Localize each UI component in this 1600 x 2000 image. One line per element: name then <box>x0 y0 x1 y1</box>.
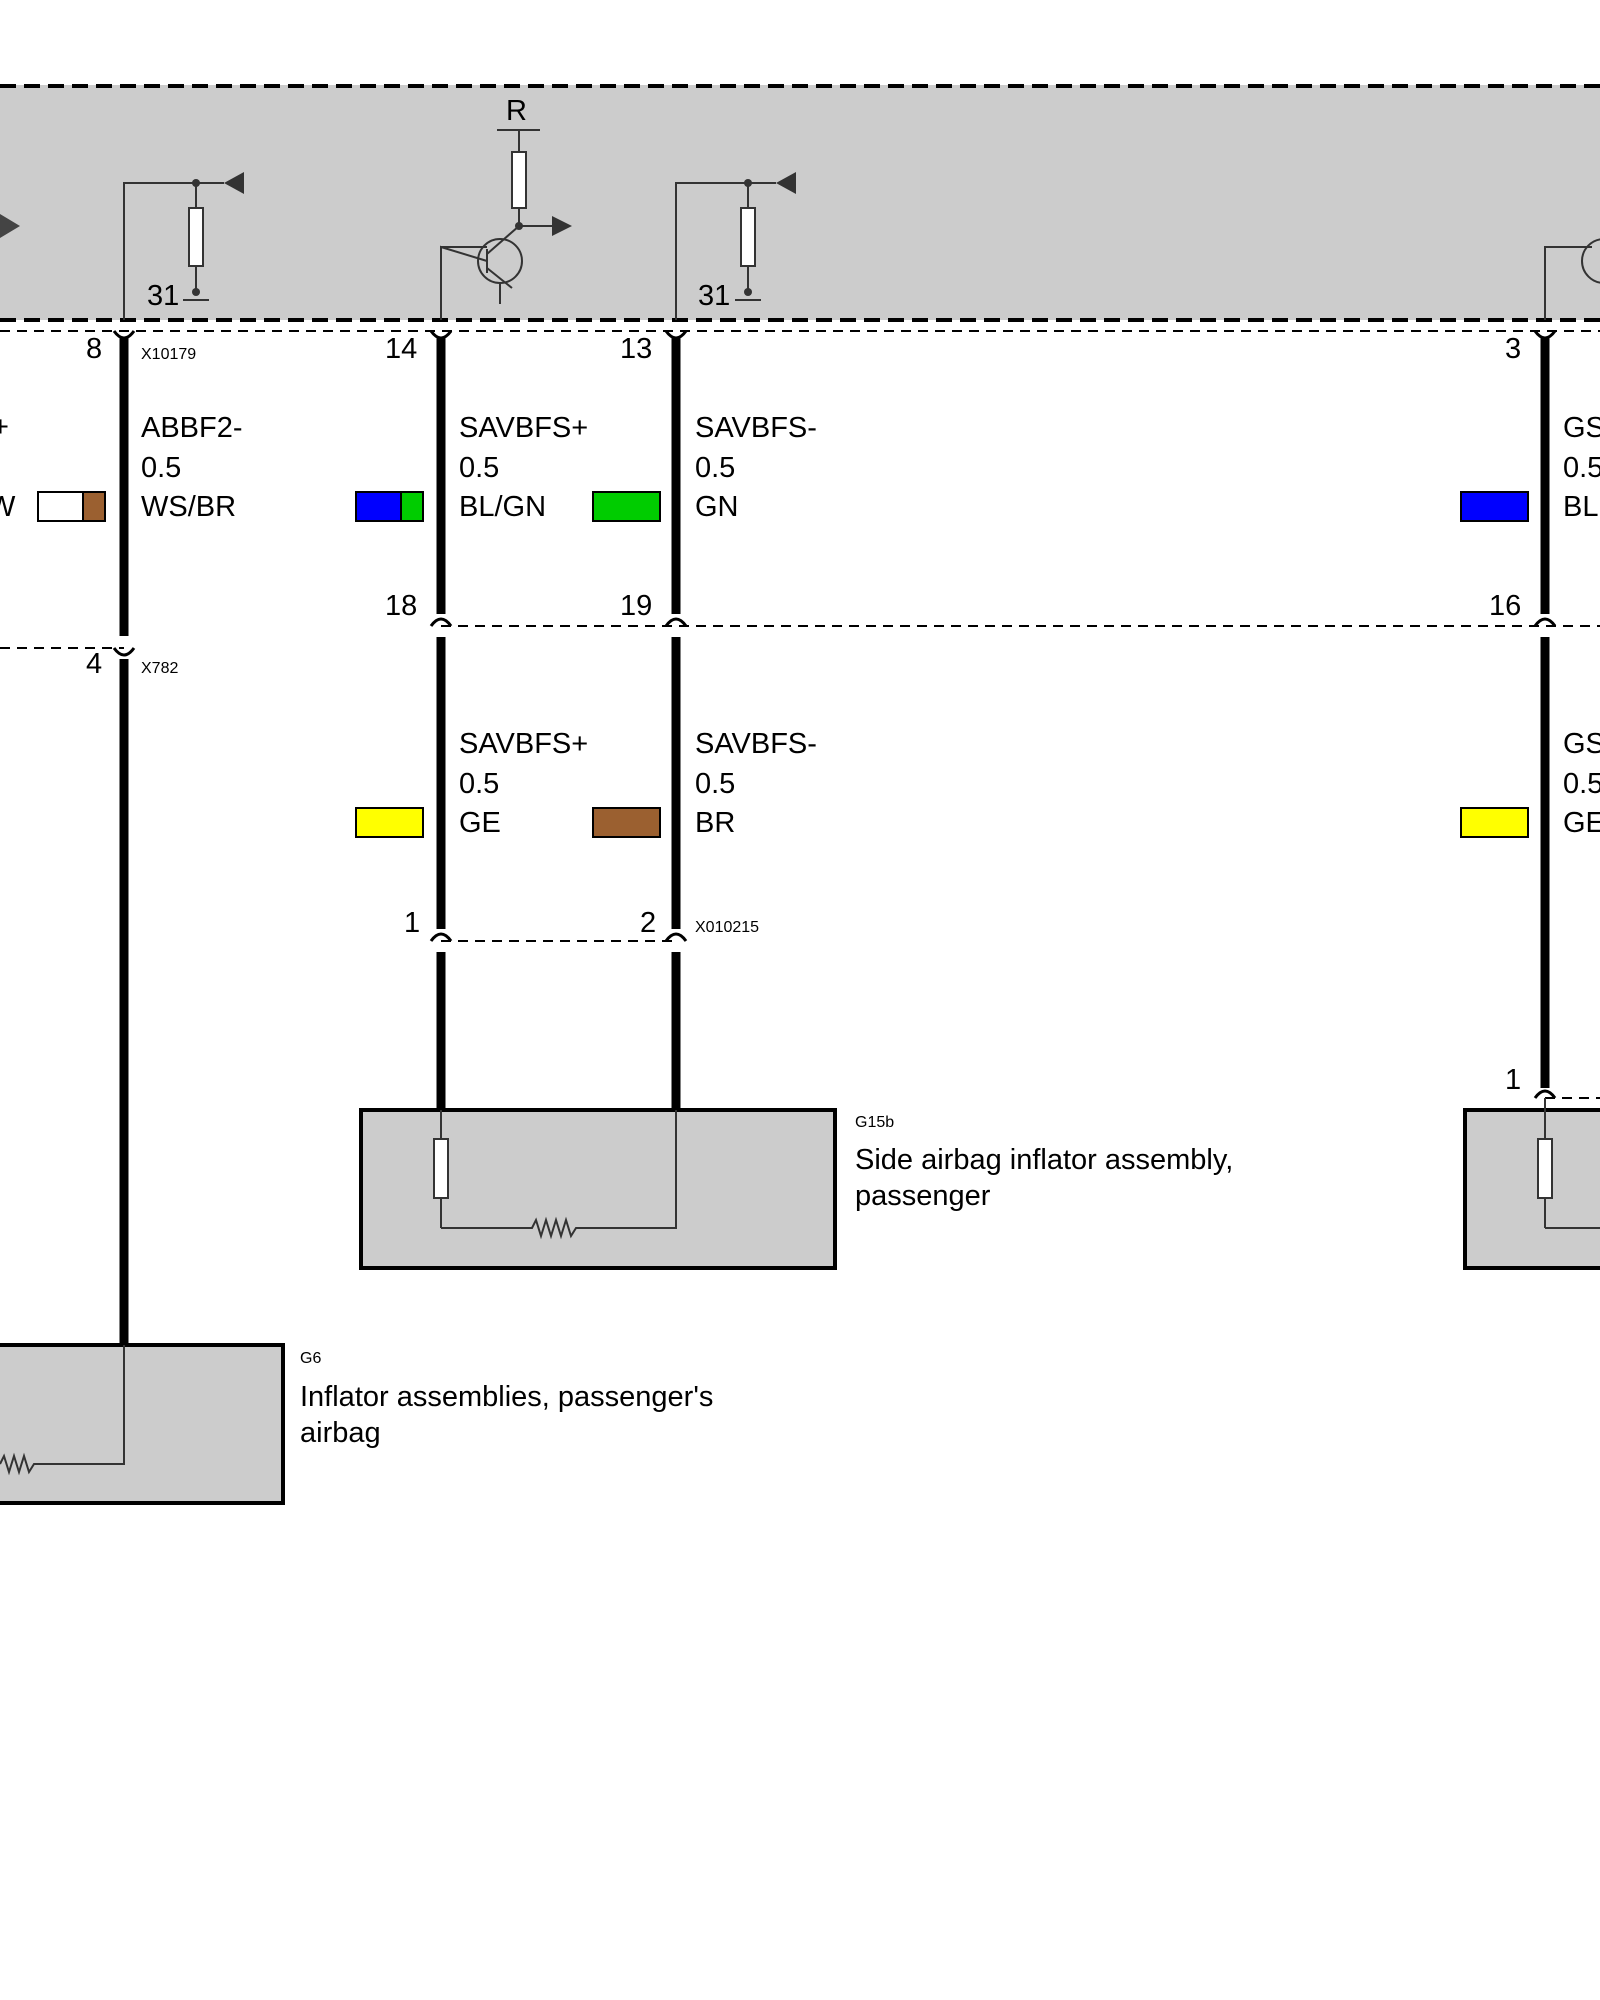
connector-id: X10179 <box>141 346 196 363</box>
pin-number: 19 <box>620 590 652 622</box>
ground-label: 31 <box>698 280 730 312</box>
wire-cross-section: 0.5 <box>141 452 181 484</box>
wire-color-code: W <box>0 491 16 523</box>
pin-number: 14 <box>385 333 417 365</box>
wire-signal: SAVBFS+ <box>459 728 588 760</box>
component-id: G6 <box>300 1350 321 1367</box>
wire-signal: SAVBFS- <box>695 728 817 760</box>
wire-color-code: WS/BR <box>141 491 236 523</box>
wire-color-code: BL <box>1563 491 1598 523</box>
wire-label: SAVBFS+ 0.5 GE <box>355 728 588 839</box>
connector-id: X782 <box>141 660 178 677</box>
wire-cross-section: 0.5 <box>1563 452 1600 484</box>
pin-number: 13 <box>620 333 652 365</box>
transistor-stage: R <box>440 95 572 320</box>
wire-color-code: GN <box>695 491 739 523</box>
wire-cross-section: 0.5 <box>1563 768 1600 800</box>
connector-id: X010215 <box>695 919 759 936</box>
ground-label: 31 <box>147 280 179 312</box>
component-passenger-airbag: G6 Inflator assemblies, passenger's airb… <box>0 1343 713 1505</box>
component-partial-right <box>1463 1098 1600 1270</box>
pin-number: 18 <box>385 590 417 622</box>
pin-terminals <box>112 330 1557 1099</box>
wire-signal: + <box>0 411 9 443</box>
transistor-stage-partial <box>1544 238 1600 320</box>
wire-label: GS 0.5 BL <box>1460 412 1600 523</box>
wire-signal: GS <box>1563 728 1600 760</box>
connector-lines <box>0 330 1600 1099</box>
component-id: G15b <box>855 1114 894 1131</box>
wire-label: SAVBFS+ 0.5 BL/GN <box>355 412 588 523</box>
wire-signal: ABBF2- <box>141 412 243 444</box>
reference-label: R <box>506 95 527 127</box>
wire-signal: GS <box>1563 412 1600 444</box>
component-name: Side airbag inflator assembly, <box>855 1144 1233 1176</box>
wire-cross-section: 0.5 <box>459 768 499 800</box>
wire-color-code: BR <box>695 807 735 839</box>
pin-number: 2 <box>640 907 656 939</box>
wire-label-partial: + W <box>0 411 106 523</box>
wire-signal: SAVBFS- <box>695 412 817 444</box>
wire-cross-section: 0.5 <box>459 452 499 484</box>
pin-number: 4 <box>86 648 102 680</box>
wire-color-code: BL/GN <box>459 491 546 523</box>
pin-number: 3 <box>1505 333 1521 365</box>
wire-signal: SAVBFS+ <box>459 412 588 444</box>
output-stage-1: 31 <box>123 172 244 320</box>
wire-label: SAVBFS- 0.5 BR <box>592 728 817 839</box>
component-name: passenger <box>855 1180 991 1212</box>
component-name: Inflator assemblies, passenger's <box>300 1381 713 1413</box>
wire-label: GS 0.5 GE <box>1460 728 1600 839</box>
control-unit: 31 R <box>0 84 1600 322</box>
component-name: airbag <box>300 1417 381 1449</box>
wire-cross-section: 0.5 <box>695 768 735 800</box>
wire-label: ABBF2- 0.5 WS/BR <box>141 412 243 523</box>
pin-number: 1 <box>1505 1064 1521 1096</box>
pin-number: 1 <box>404 907 420 939</box>
wire-color-code: GE <box>459 807 501 839</box>
wire-color-code: GE <box>1563 807 1600 839</box>
wire-label: SAVBFS- 0.5 GN <box>592 412 817 523</box>
component-side-airbag: G15b Side airbag inflator assembly, pass… <box>359 1108 1233 1270</box>
output-stage-3: 31 <box>675 172 796 320</box>
pin-number: 16 <box>1489 590 1521 622</box>
pin-number: 8 <box>86 333 102 365</box>
wire-cross-section: 0.5 <box>695 452 735 484</box>
